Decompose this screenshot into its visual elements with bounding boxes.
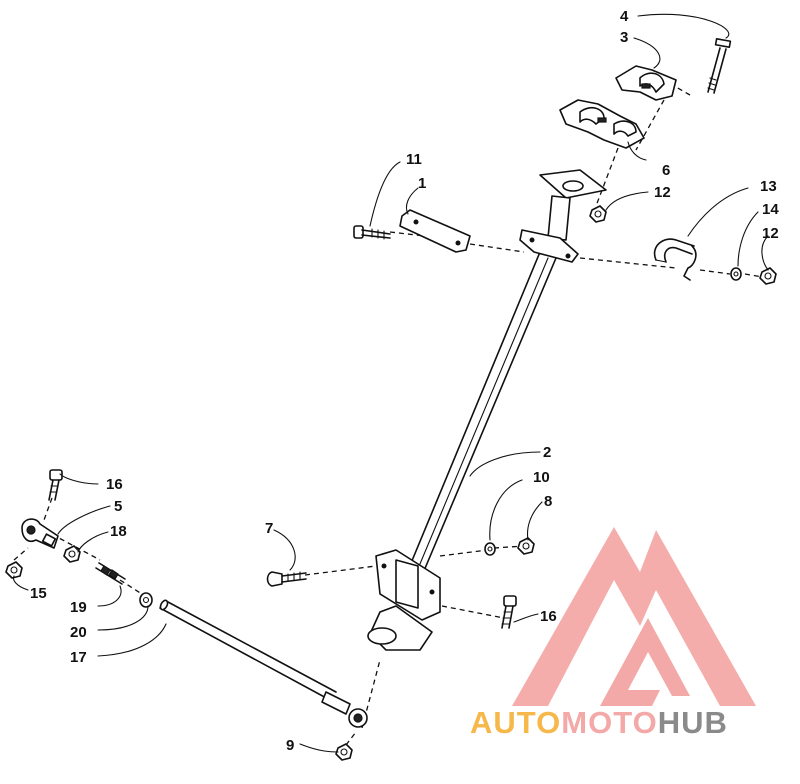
jam-nut-18 xyxy=(63,545,81,563)
watermark-inner-g-icon xyxy=(600,618,690,706)
callout-3: 3 xyxy=(620,29,628,46)
callout-7: 7 xyxy=(265,520,273,537)
callout-10: 10 xyxy=(533,469,550,486)
cap-screw-11 xyxy=(353,225,391,240)
adjuster-stud-19 xyxy=(95,562,126,585)
watermark-triangle-icon xyxy=(512,527,756,706)
cap-screw-16a xyxy=(48,469,63,501)
callout-16b: 16 xyxy=(540,608,557,625)
lock-nut-12b xyxy=(759,267,777,285)
callout-12b: 12 xyxy=(762,225,779,242)
callout-13: 13 xyxy=(760,178,777,195)
u-bolt-13 xyxy=(653,238,697,281)
callout-18: 18 xyxy=(110,523,127,540)
upper-post-flange xyxy=(519,169,607,263)
watermark-logo: AUTOMOTOHUB xyxy=(470,527,756,740)
tie-rod-17 xyxy=(159,599,368,728)
lock-nut-12a xyxy=(589,205,607,223)
callout-2: 2 xyxy=(543,444,551,461)
leader-lines xyxy=(12,13,769,753)
steering-post xyxy=(403,251,557,586)
jam-nut-20 xyxy=(139,592,153,608)
bracket-1 xyxy=(399,209,471,253)
callout-17: 17 xyxy=(70,649,87,666)
tie-rod-end-5 xyxy=(21,518,59,549)
cap-screw-4 xyxy=(707,38,732,94)
washer-10 xyxy=(484,542,496,556)
lower-support-bracket xyxy=(367,549,441,651)
lock-nut-8 xyxy=(517,537,535,555)
callout-8: 8 xyxy=(544,493,552,510)
watermark-auto: AUTO xyxy=(470,705,561,740)
watermark-moto: MOTO xyxy=(561,705,657,740)
callout-20: 20 xyxy=(70,624,87,641)
handlebar-clamp-lower xyxy=(559,99,645,149)
callout-12a: 12 xyxy=(654,184,671,201)
callout-6: 6 xyxy=(662,162,670,179)
callout-4: 4 xyxy=(620,8,629,25)
callout-19: 19 xyxy=(70,599,87,616)
callout-11: 11 xyxy=(406,151,422,168)
cap-screw-16b xyxy=(501,595,517,629)
lock-nut-9 xyxy=(335,743,353,761)
lock-nut-15 xyxy=(5,561,23,579)
callout-1: 1 xyxy=(418,175,426,192)
callout-labels: 4 3 11 1 6 12 13 14 12 2 10 8 7 16 5 18 … xyxy=(30,8,779,754)
watermark-text: AUTOMOTOHUB xyxy=(470,705,728,740)
carriage-bolt-7 xyxy=(266,571,307,587)
washer-14 xyxy=(730,267,742,281)
callout-14: 14 xyxy=(762,201,779,218)
handlebar-clamp-upper xyxy=(615,65,677,101)
callout-16a: 16 xyxy=(106,476,123,493)
callout-15: 15 xyxy=(30,585,47,602)
callout-5: 5 xyxy=(114,498,122,515)
watermark-hub: HUB xyxy=(658,705,728,740)
callout-9: 9 xyxy=(286,737,294,754)
